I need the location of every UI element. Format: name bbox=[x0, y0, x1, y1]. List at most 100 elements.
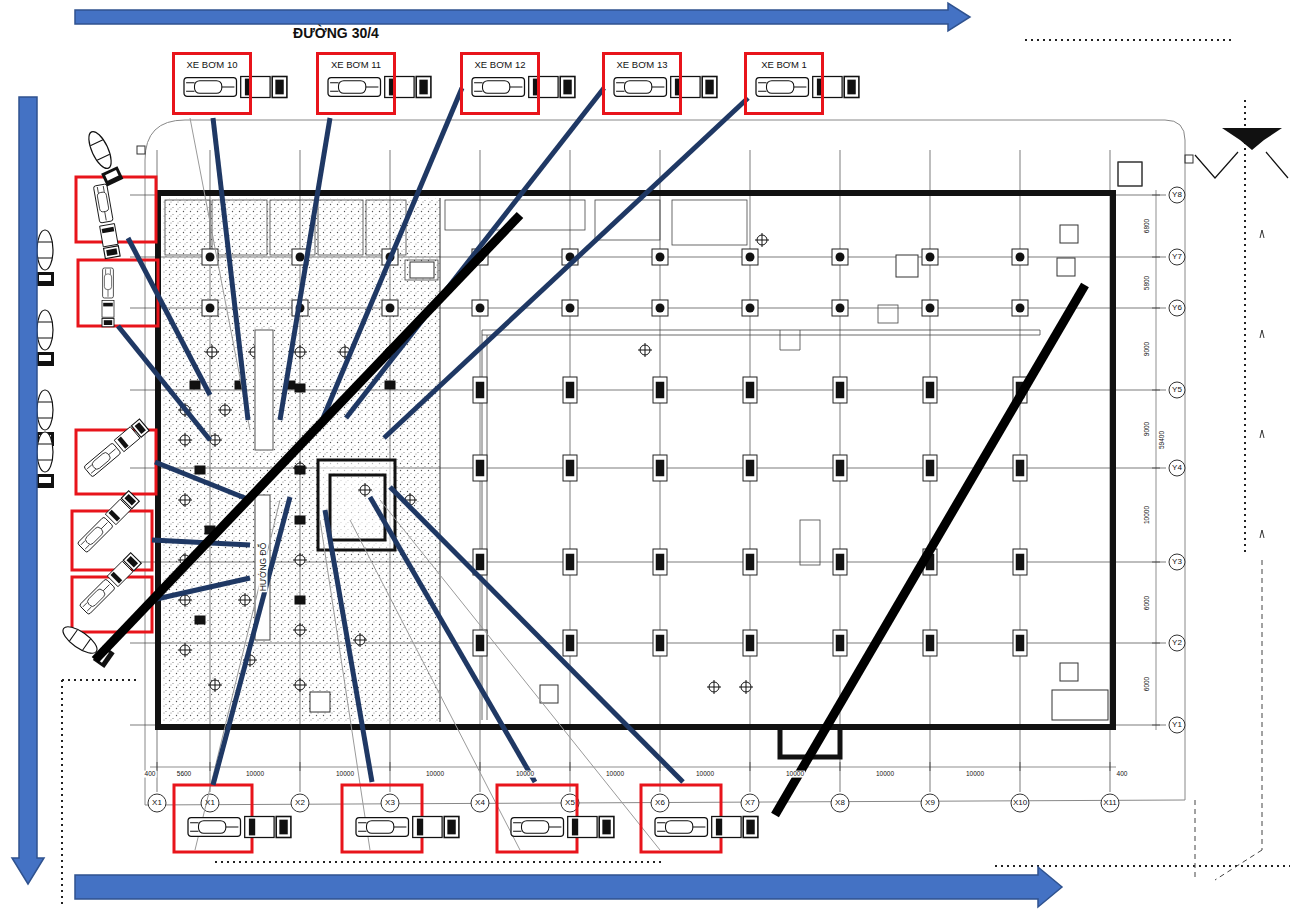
dimension-tick bbox=[1152, 257, 1160, 258]
dimension-line bbox=[150, 767, 1116, 768]
beam-stub bbox=[190, 381, 200, 389]
grid-axis: X1 bbox=[205, 799, 215, 807]
grid-axis: X4 bbox=[475, 799, 485, 807]
dotted-route bbox=[61, 680, 63, 905]
pump-boom-line bbox=[346, 88, 604, 418]
column bbox=[1016, 460, 1024, 476]
dimension: 5800 bbox=[1144, 274, 1151, 290]
column bbox=[476, 304, 485, 313]
pump-label: XE BƠM 11 bbox=[319, 59, 393, 70]
dimension-tick bbox=[570, 762, 571, 771]
grid-bubble bbox=[1169, 554, 1185, 570]
pile-point bbox=[365, 483, 366, 497]
column bbox=[926, 460, 934, 476]
column bbox=[566, 460, 574, 476]
column bbox=[742, 300, 758, 316]
column bbox=[832, 300, 848, 316]
dimension: 10000 bbox=[245, 771, 265, 778]
column bbox=[1012, 249, 1028, 265]
dimension: 10000 bbox=[425, 771, 445, 778]
dimension: 9000 bbox=[1144, 341, 1151, 357]
pump-position bbox=[174, 785, 252, 852]
column bbox=[476, 382, 484, 398]
dashed-route bbox=[1195, 800, 1196, 880]
dotted-route bbox=[215, 861, 665, 863]
column bbox=[1016, 554, 1024, 570]
pump-box: XE BƠM 1 bbox=[744, 52, 824, 115]
column bbox=[926, 253, 935, 262]
pile-point bbox=[746, 680, 747, 694]
dimension-tick bbox=[1152, 643, 1160, 644]
dimension: 10000 bbox=[965, 771, 985, 778]
traffic-arrow bbox=[75, 3, 970, 31]
grid-bubble bbox=[741, 794, 759, 812]
shaft-box bbox=[310, 692, 330, 712]
room-outline bbox=[800, 520, 820, 565]
grid-axis: X1 bbox=[152, 799, 162, 807]
pile-point bbox=[645, 343, 646, 357]
dimension: 10000 bbox=[1144, 505, 1151, 525]
dimension: 10000 bbox=[335, 771, 355, 778]
grid-bubble bbox=[1011, 794, 1029, 812]
column bbox=[923, 377, 937, 403]
column bbox=[476, 554, 484, 570]
dotted-route bbox=[1244, 100, 1246, 555]
pump-position bbox=[72, 577, 152, 632]
grid-bubble bbox=[651, 794, 669, 812]
column bbox=[206, 253, 215, 262]
dimension: 59400 bbox=[1159, 430, 1166, 450]
mixer-truck bbox=[36, 230, 54, 286]
column bbox=[566, 554, 574, 570]
dimension: 10000 bbox=[695, 771, 715, 778]
column bbox=[656, 635, 664, 651]
column bbox=[653, 377, 667, 403]
column bbox=[926, 304, 935, 313]
dotted-route bbox=[62, 679, 140, 681]
pump-label: XE BƠM 12 bbox=[463, 59, 537, 70]
pump-boom-line bbox=[213, 118, 248, 420]
column bbox=[653, 630, 667, 656]
pump-truck bbox=[77, 491, 140, 554]
column bbox=[206, 304, 215, 313]
column bbox=[746, 554, 754, 570]
pump-box: XE BƠM 13 bbox=[602, 52, 682, 115]
dimension: 10000 bbox=[875, 771, 895, 778]
column bbox=[746, 304, 755, 313]
pump-truck bbox=[79, 553, 142, 616]
entry-arrow bbox=[1222, 128, 1282, 150]
pump-box: XE BƠM 12 bbox=[460, 52, 540, 115]
column bbox=[476, 460, 484, 476]
column bbox=[836, 253, 845, 262]
column bbox=[742, 249, 758, 265]
column bbox=[833, 455, 847, 481]
dashed-route bbox=[1262, 560, 1263, 850]
room-outline bbox=[165, 200, 210, 255]
pile-point bbox=[300, 345, 301, 359]
dimension-tick bbox=[1020, 762, 1021, 771]
column bbox=[922, 300, 938, 316]
grid-bubble bbox=[921, 794, 939, 812]
column bbox=[653, 549, 667, 575]
column bbox=[746, 635, 754, 651]
column bbox=[1012, 300, 1028, 316]
dimension: 10000 bbox=[605, 771, 625, 778]
grid-axis: X11 bbox=[1103, 799, 1117, 807]
beam-stub bbox=[295, 384, 305, 392]
pump-label: XE BƠM 1 bbox=[747, 59, 821, 70]
column bbox=[476, 635, 484, 651]
grid-axis: Y1 bbox=[1172, 721, 1182, 729]
pump-label: XE BƠM 13 bbox=[605, 59, 679, 70]
room-outline bbox=[212, 200, 267, 255]
column bbox=[652, 249, 668, 265]
dimension: 9000 bbox=[1144, 421, 1151, 437]
column bbox=[1016, 253, 1025, 262]
pump-truck bbox=[655, 817, 758, 838]
dimension: 400 bbox=[144, 771, 157, 778]
shaft-box bbox=[540, 685, 558, 703]
column bbox=[563, 549, 577, 575]
grid-axis: X5 bbox=[565, 799, 575, 807]
